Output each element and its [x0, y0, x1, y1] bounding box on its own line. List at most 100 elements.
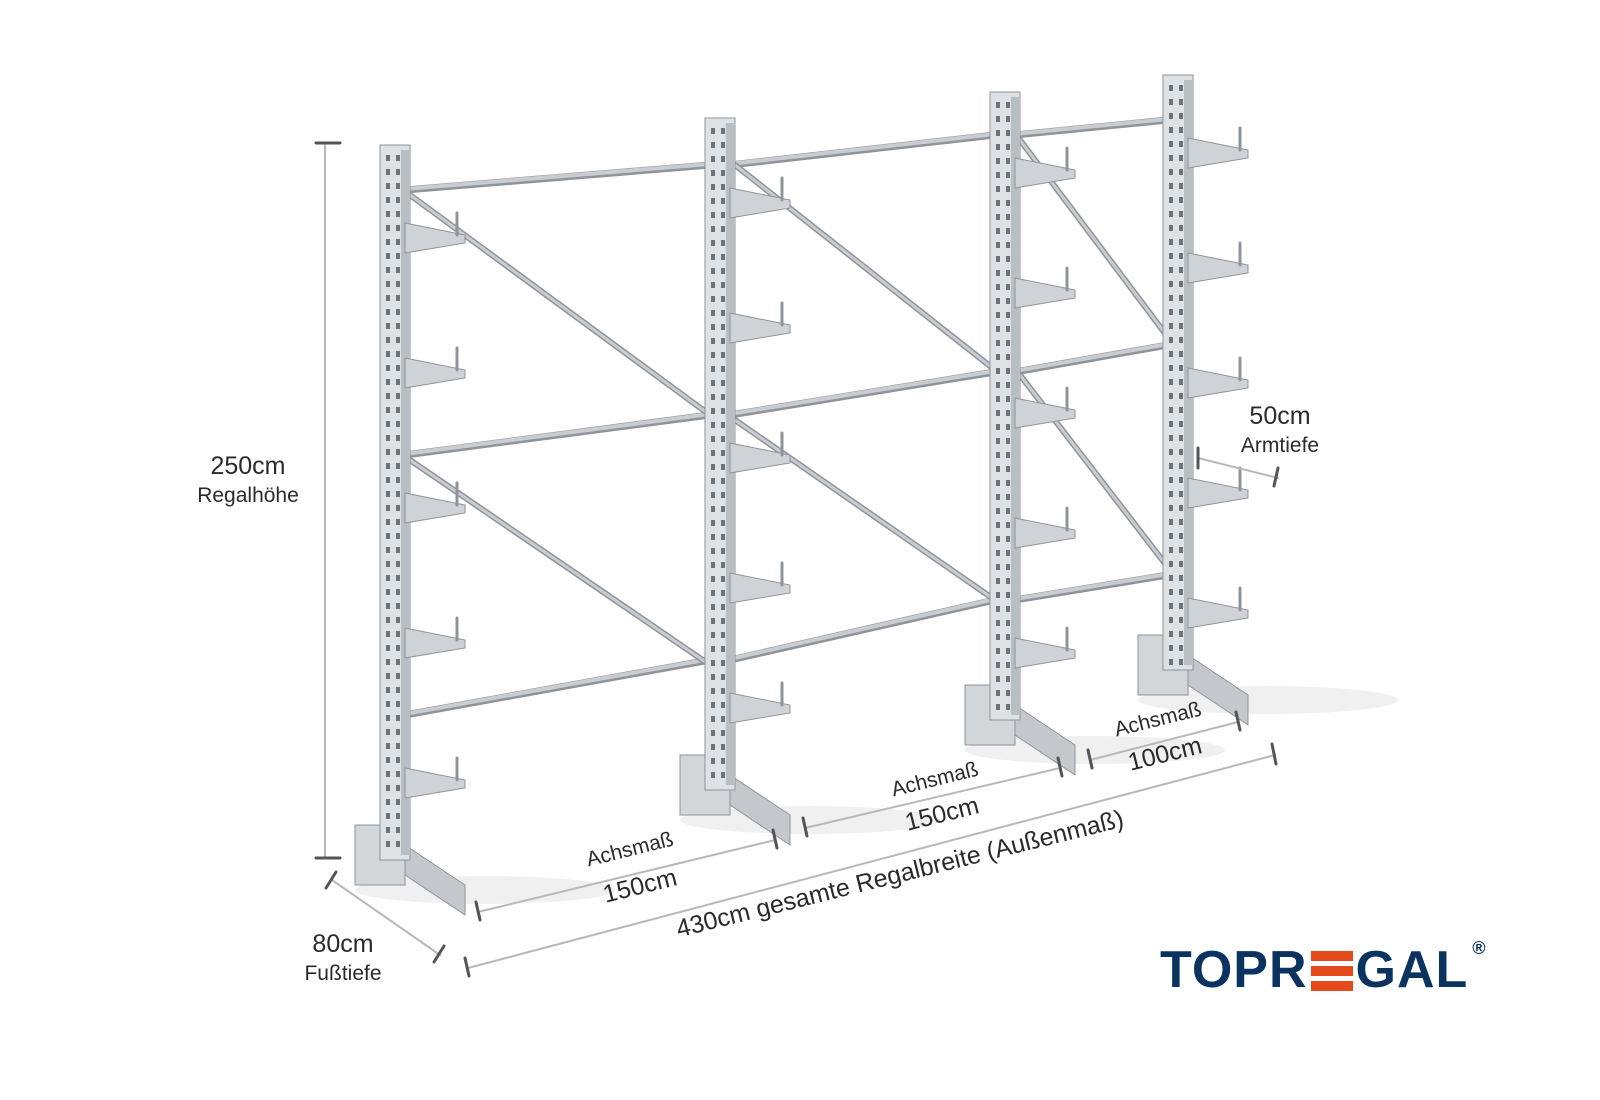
upright-hole: [1006, 578, 1010, 584]
upright-hole: [711, 296, 715, 302]
upright-hole: [996, 606, 1000, 612]
upright-hole: [396, 813, 400, 819]
upright-hole: [396, 701, 400, 707]
height-value: 250cm: [210, 452, 286, 480]
upright-hole: [1006, 564, 1010, 570]
upright-hole: [386, 183, 390, 189]
upright-hole: [1006, 466, 1010, 472]
upright-hole: [1179, 421, 1183, 427]
diagonal-brace-highlight: [733, 163, 997, 372]
upright-hole: [396, 407, 400, 413]
upright-hole: [1179, 547, 1183, 553]
upright-hole: [1006, 396, 1010, 402]
cantilever-arm: [1014, 637, 1076, 669]
upright-hole: [711, 730, 715, 736]
upright-hole: [1006, 648, 1010, 654]
upright-hole: [396, 561, 400, 567]
upright-hole: [1179, 281, 1183, 287]
upright-hole: [711, 758, 715, 764]
upright-hole: [721, 198, 725, 204]
upright-hole: [1179, 659, 1183, 665]
diagonal-brace-highlight: [408, 193, 712, 417]
upright-hole: [1006, 228, 1010, 234]
upright-hole: [996, 284, 1000, 290]
diagonal-brace-highlight: [408, 458, 712, 667]
height-label: Regalhöhe: [197, 484, 299, 507]
upright-hole: [396, 295, 400, 301]
upright-hole: [721, 702, 725, 708]
upright-hole: [386, 645, 390, 651]
cantilever-arm: [404, 357, 466, 389]
upright-hole: [386, 169, 390, 175]
cantilever-arm: [1014, 157, 1076, 189]
upright-hole: [1006, 256, 1010, 262]
upright-hole: [396, 533, 400, 539]
upright-hole: [711, 562, 715, 568]
upright-hole: [996, 466, 1000, 472]
upright-hole: [1169, 463, 1173, 469]
cantilever-arm: [1014, 277, 1076, 309]
cantilever-arm: [1187, 137, 1249, 169]
foot-depth-tick: [432, 944, 446, 964]
upright-hole: [1179, 505, 1183, 511]
cantilever-arm: [404, 222, 466, 254]
upright-hole: [1179, 393, 1183, 399]
upright-hole: [996, 662, 1000, 668]
upright-hole: [386, 477, 390, 483]
upright-hole: [1179, 603, 1183, 609]
upright-hole: [996, 172, 1000, 178]
upright-hole: [396, 673, 400, 679]
upright-hole: [396, 211, 400, 217]
upright-hole: [396, 589, 400, 595]
upright-hole: [1179, 463, 1183, 469]
upright-hole: [1179, 211, 1183, 217]
upright-hole: [386, 463, 390, 469]
upright-hole: [1169, 169, 1173, 175]
upright-hole: [386, 785, 390, 791]
upright-hole: [1006, 438, 1010, 444]
upright-hole: [386, 561, 390, 567]
upright-hole: [721, 156, 725, 162]
upright-hole: [1169, 239, 1173, 245]
upright-hole: [1179, 491, 1183, 497]
upright-hole: [711, 156, 715, 162]
upright-hole: [1169, 589, 1173, 595]
upright-hole: [721, 744, 725, 750]
bay-tick: [1056, 756, 1064, 778]
bay-dimension-line: [477, 839, 776, 913]
upright-hole: [1169, 225, 1173, 231]
upright-hole: [1179, 253, 1183, 259]
upright-hole: [711, 576, 715, 582]
upright-hole: [711, 310, 715, 316]
upright-hole: [996, 410, 1000, 416]
upright-hole: [396, 645, 400, 651]
upright-hole: [996, 690, 1000, 696]
upright-hole: [711, 520, 715, 526]
upright-hole: [396, 575, 400, 581]
upright-hole: [386, 771, 390, 777]
upright-hole: [396, 743, 400, 749]
upright-hole: [721, 730, 725, 736]
upright-hole: [1169, 393, 1173, 399]
upright-hole: [1179, 323, 1183, 329]
upright-hole: [721, 212, 725, 218]
upright-hole: [711, 478, 715, 484]
upright-hole: [711, 282, 715, 288]
foot-depth-dimension-line: [331, 879, 441, 956]
cantilever-arm: [729, 187, 791, 219]
upright-hole: [396, 449, 400, 455]
upright-hole: [996, 354, 1000, 360]
upright-hole: [396, 365, 400, 371]
upright-hole: [721, 464, 725, 470]
total-width-dimension-line: [467, 754, 1276, 969]
upright-hole: [386, 211, 390, 217]
upright-hole: [1169, 267, 1173, 273]
upright-hole: [396, 463, 400, 469]
upright-hole: [386, 673, 390, 679]
upright-hole: [1169, 449, 1173, 455]
upright-hole: [386, 393, 390, 399]
upright-hole: [396, 505, 400, 511]
upright-hole: [1169, 197, 1173, 203]
upright-hole: [1169, 351, 1173, 357]
